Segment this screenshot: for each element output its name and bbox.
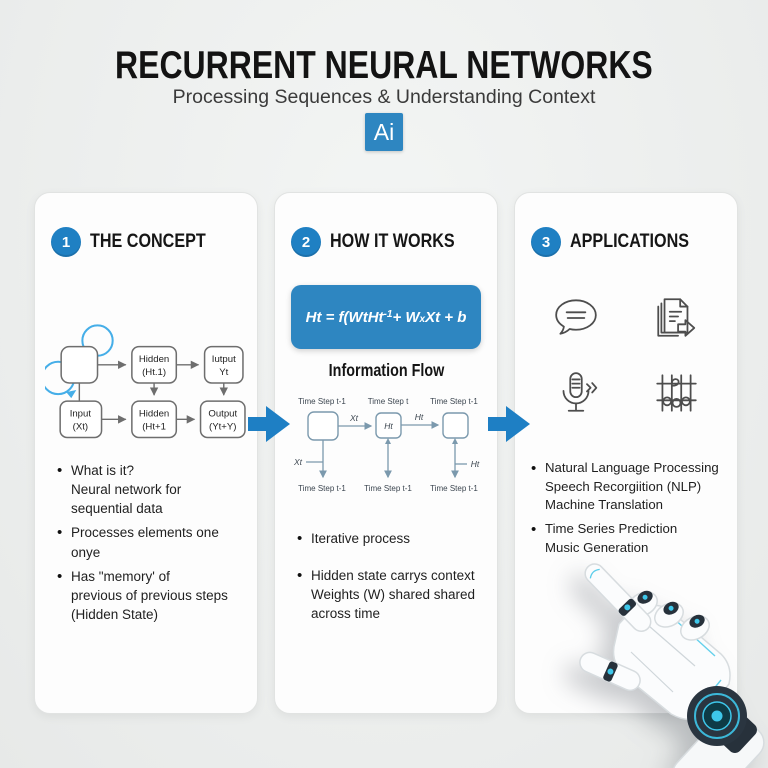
flow-side-label-right: Ht (471, 459, 480, 469)
hidden-top-sub: (Ht.1) (142, 367, 166, 378)
step-2-badge: 2 (291, 227, 321, 257)
bullet-item: What is it? Neural network for sequentia… (57, 460, 249, 518)
bullet-item: Time Series Prediction Music Generation (531, 519, 733, 557)
bullet-item: Has "memory' of previous of previous ste… (57, 566, 249, 624)
time-step-label: Time Step t-1 (364, 484, 412, 493)
microphone-icon (562, 372, 598, 412)
time-step-label: Time Step t-1 (430, 397, 478, 406)
ai-logo-badge: Ai (365, 113, 403, 151)
output-top-label: Iutput (212, 354, 236, 365)
panel-1-header: 1 THE CONCEPT (51, 227, 226, 257)
output-bottom-label: Output (208, 408, 237, 419)
input-sub: (Xt) (73, 421, 88, 432)
flow-box-left (307, 411, 339, 441)
panel-3-title: APPLICATIONS (570, 231, 690, 252)
flow-arrow-label-xt: Xt (349, 413, 359, 423)
flow-side-label-left: Xt (293, 457, 303, 467)
time-step-label: Time Step t-1 (298, 484, 346, 493)
documents-arrow-icon (657, 298, 696, 337)
step-3-badge: 3 (531, 227, 561, 257)
time-step-label: Time Step t-1 (430, 484, 478, 493)
output-bottom-sub: (Yt+Y) (209, 421, 236, 432)
panel-the-concept: 1 THE CONCEPT Hidden (Ht.1) Iutput Yt In… (34, 192, 258, 714)
application-icons (541, 293, 711, 417)
flow-box-right (442, 412, 469, 439)
output-bottom-box (199, 400, 246, 439)
panel-3-header: 3 APPLICATIONS (531, 227, 710, 257)
time-step-label: Time Step t (368, 397, 409, 406)
how-it-works-bullets: Iterative process Hidden state carrys co… (297, 528, 489, 642)
input-label: Input (70, 408, 92, 419)
panel-2-title: HOW IT WORKS (330, 231, 455, 252)
hidden-top-label: Hidden (139, 354, 169, 365)
information-flow-diagram: Time Step t-1 Time Step t Time Step t-1 … (293, 397, 480, 493)
formula-part: Xt + b (425, 308, 467, 326)
bullet-item: Hidden state carrys context Weights (W) … (297, 565, 489, 623)
bullet-item: Iterative process (297, 528, 489, 549)
rnn-unrolled-diagram: Hidden (Ht.1) Iutput Yt Input (Xt) Hidde… (45, 324, 246, 439)
flow-arrow-right-icon (488, 406, 530, 442)
robot-hand-image (579, 563, 765, 768)
bullet-item: Natural Language Processing Speech Recor… (531, 458, 733, 515)
music-staff-icon (656, 374, 697, 412)
formula-sup: -1 (383, 308, 393, 320)
panel-1-title: THE CONCEPT (90, 231, 206, 252)
hidden-bottom-sub: (Ht+1 (142, 421, 166, 432)
step-1-badge: 1 (51, 227, 81, 257)
flow-arrow-label-ht: Ht (415, 412, 424, 422)
flow-arrow-right-icon (248, 406, 290, 442)
input-box (59, 400, 103, 439)
flow-box-center-label: Ht (384, 421, 393, 431)
formula-sub: x (419, 314, 426, 325)
state-box (60, 345, 99, 384)
concept-bullets: What is it? Neural network for sequentia… (57, 460, 249, 629)
hidden-bottom-label: Hidden (139, 408, 169, 419)
formula-part: Ht = f(WtHt (305, 308, 384, 326)
time-step-label: Time Step t-1 (298, 397, 346, 406)
loop-arrowhead-icon (66, 390, 77, 399)
page-title: RECURRENT NEURAL NETWORKS (115, 44, 653, 87)
information-flow-title: Information Flow (328, 360, 444, 380)
page-subtitle: Processing Sequences & Understanding Con… (172, 86, 596, 108)
chat-icon (555, 299, 597, 335)
bullet-item: Processes elements one onye (57, 522, 249, 561)
output-top-box (203, 345, 244, 384)
applications-bullets: Natural Language Processing Speech Recor… (531, 458, 733, 563)
formula-part: + W (392, 308, 420, 326)
panel-2-header: 2 HOW IT WORKS (291, 227, 477, 257)
output-top-sub: Yt (219, 367, 228, 378)
